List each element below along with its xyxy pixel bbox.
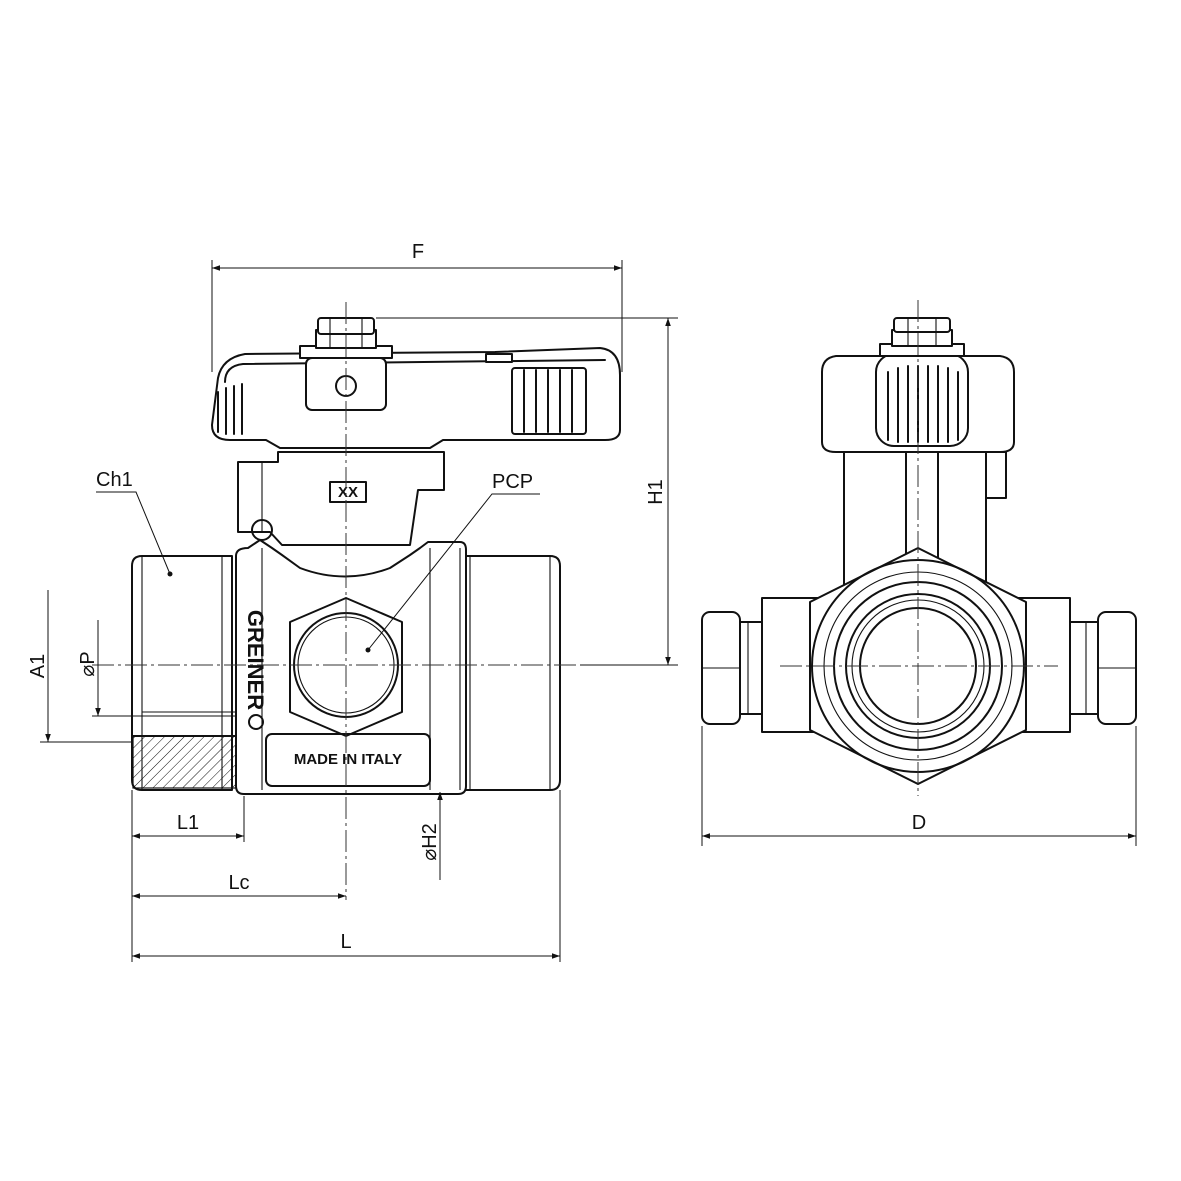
left-grip [217, 383, 243, 435]
screw-icon [248, 714, 264, 730]
dimension-h1-label: H1 [645, 479, 667, 505]
lever-handle [211, 347, 621, 449]
dimension-p-label: ⌀P [77, 651, 99, 676]
right-grip [511, 367, 587, 435]
stem-housing: XX [237, 451, 445, 546]
right-pipe-end [461, 555, 561, 791]
pcp-leader [367, 493, 540, 651]
valve-body: MADE IN ITALY GREINER [235, 539, 467, 795]
stamp-marking: XX [338, 484, 358, 501]
dimension-h2-label: ⌀H2 [419, 823, 441, 861]
end-dimensions: D [701, 726, 1137, 846]
ch1-callout: Ch1 [96, 469, 133, 491]
pcp-callout: PCP [492, 471, 533, 493]
stamp-box [329, 481, 367, 503]
brand-marking: GREINER [243, 610, 268, 710]
dimension-l1-label: L1 [177, 812, 199, 834]
pin-icon [251, 519, 273, 541]
dimension-d-label: D [912, 812, 926, 834]
end-view [701, 300, 1137, 796]
dimension-a1-label: A1 [27, 654, 49, 678]
dimension-f-label: F [412, 241, 424, 263]
side-dimensions: F H1 A1 ⌀P L1 Lc L ⌀H2 Ch1 [27, 241, 678, 962]
origin-marking: MADE IN ITALY [294, 751, 402, 768]
side-view: MADE IN ITALY GREINER XX [92, 302, 621, 900]
marking-plate [265, 733, 431, 787]
ch1-leader [96, 491, 171, 575]
section-hatch [132, 735, 238, 789]
left-pipe-end [131, 555, 238, 791]
dimension-l-label: L [340, 931, 351, 953]
dimension-lc-label: Lc [228, 872, 249, 894]
